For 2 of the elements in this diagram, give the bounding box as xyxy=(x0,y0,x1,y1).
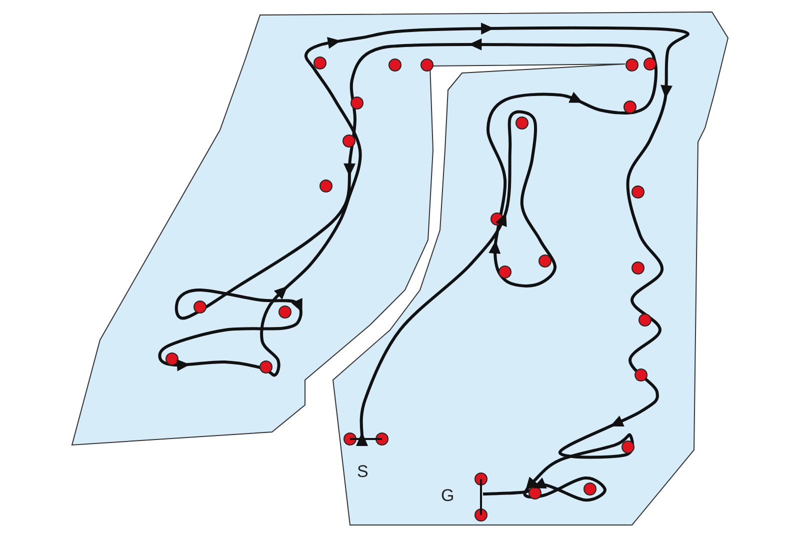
start-label: S xyxy=(357,463,368,480)
goal-label: G xyxy=(441,487,454,504)
